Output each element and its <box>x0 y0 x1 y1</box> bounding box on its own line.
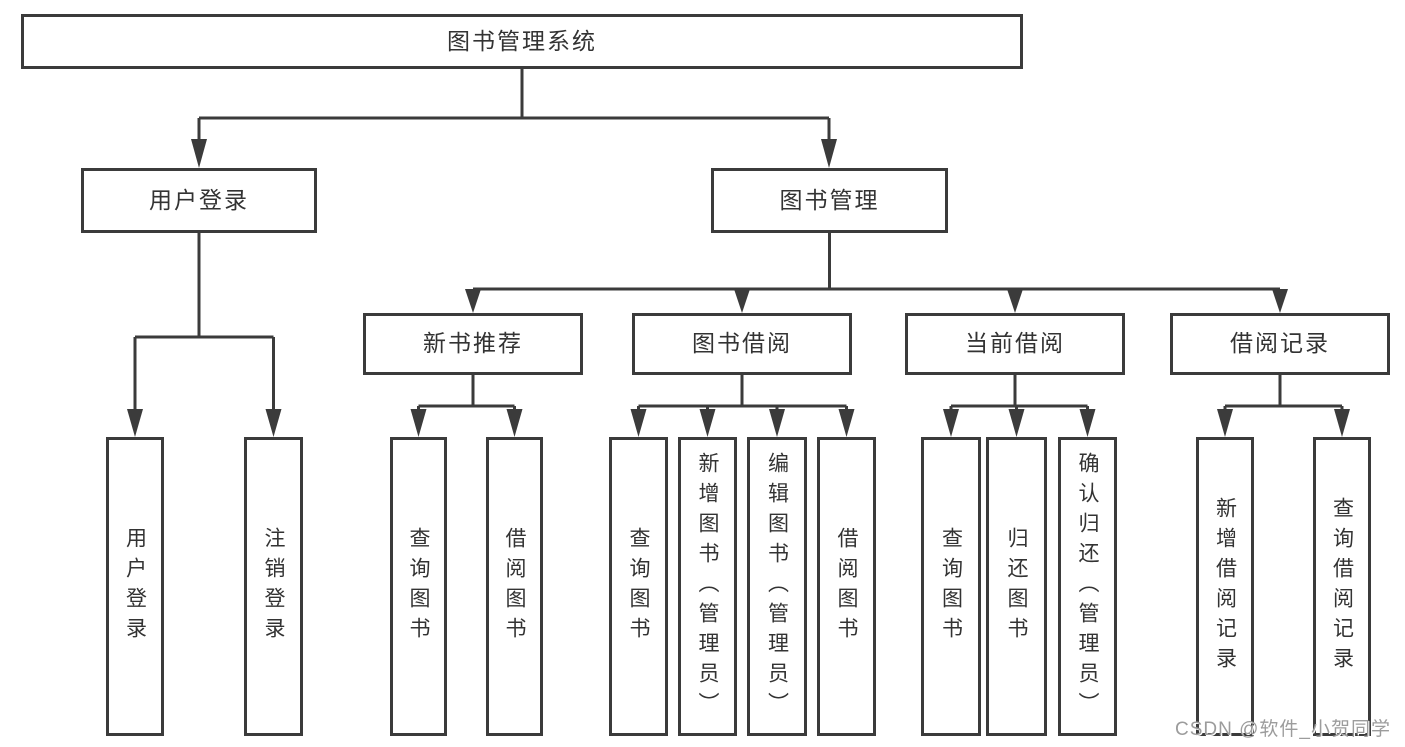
connector-book-borrowing-children <box>630 374 855 437</box>
connector-borrowing-records-children <box>1217 374 1350 437</box>
node-book-management-label: 图书管理 <box>779 186 880 213</box>
node-leaf-user-login: 用户登录 <box>106 437 164 736</box>
node-leaf-add-books-admin: 新增图书（管理员） <box>678 437 737 736</box>
node-new-book-rec-label: 新书推荐 <box>423 330 523 357</box>
connector-root-to-level2 <box>191 68 837 168</box>
node-leaf-return-books-label: 归还图书 <box>1005 526 1028 647</box>
node-borrowing-records: 借阅记录 <box>1170 313 1390 375</box>
node-leaf-query-books-1-label: 查询图书 <box>407 526 430 647</box>
node-leaf-borrow-books-2: 借阅图书 <box>817 437 876 736</box>
node-leaf-query-books-2: 查询图书 <box>609 437 668 736</box>
node-leaf-add-books-admin-label: 新增图书（管理员） <box>696 451 719 722</box>
node-leaf-confirm-return-admin: 确认归还（管理员） <box>1058 437 1117 736</box>
node-leaf-edit-books-admin-label: 编辑图书（管理员） <box>765 451 789 722</box>
watermark: CSDN @软件_小贺同学 <box>1175 719 1391 740</box>
node-user-login: 用户登录 <box>81 168 317 233</box>
node-leaf-return-books: 归还图书 <box>986 437 1047 736</box>
connector-current-borrowing-children <box>943 374 1096 437</box>
node-leaf-query-borrow-record: 查询借阅记录 <box>1313 437 1371 736</box>
node-root: 图书管理系统 <box>21 14 1023 69</box>
node-root-label: 图书管理系统 <box>447 27 597 54</box>
node-leaf-add-borrow-record-label: 新增借阅记录 <box>1213 496 1237 677</box>
node-book-borrowing: 图书借阅 <box>632 313 852 375</box>
connector-new-book-rec-children <box>410 374 523 437</box>
connector-book-management-children <box>465 232 1288 313</box>
node-leaf-user-login-label: 用户登录 <box>123 526 147 647</box>
node-leaf-query-books-2-label: 查询图书 <box>627 526 650 647</box>
node-leaf-query-books-3: 查询图书 <box>921 437 981 736</box>
node-book-borrowing-label: 图书借阅 <box>692 330 792 357</box>
node-leaf-borrow-books-1-label: 借阅图书 <box>503 526 526 647</box>
node-leaf-borrow-books-1: 借阅图书 <box>486 437 543 736</box>
node-user-login-label: 用户登录 <box>149 186 249 213</box>
node-leaf-logout: 注销登录 <box>244 437 303 736</box>
node-leaf-query-books-3-label: 查询图书 <box>939 526 963 647</box>
node-leaf-edit-books-admin: 编辑图书（管理员） <box>747 437 807 736</box>
node-book-management: 图书管理 <box>711 168 948 233</box>
node-new-book-rec: 新书推荐 <box>363 313 583 375</box>
node-leaf-borrow-books-2-label: 借阅图书 <box>835 526 858 647</box>
node-leaf-logout-label: 注销登录 <box>262 526 285 647</box>
node-leaf-confirm-return-admin-label: 确认归还（管理员） <box>1076 451 1099 722</box>
node-borrowing-records-label: 借阅记录 <box>1230 330 1330 357</box>
connector-user-login-children <box>127 233 282 437</box>
node-leaf-add-borrow-record: 新增借阅记录 <box>1196 437 1254 736</box>
node-current-borrowing-label: 当前借阅 <box>965 330 1065 357</box>
node-current-borrowing: 当前借阅 <box>905 313 1125 375</box>
node-leaf-query-books-1: 查询图书 <box>390 437 447 736</box>
node-leaf-query-borrow-record-label: 查询借阅记录 <box>1330 496 1354 677</box>
